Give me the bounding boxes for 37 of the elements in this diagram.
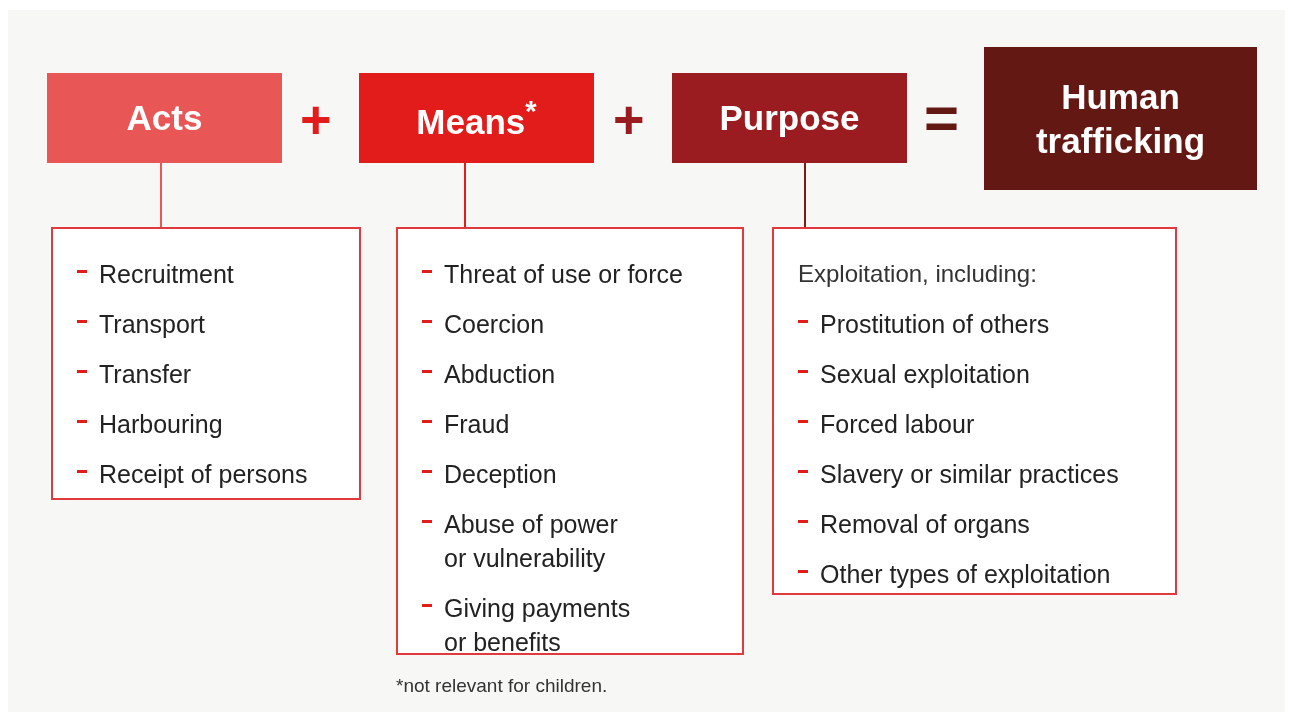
list-item: Other types of exploitation [820, 559, 1111, 590]
header-box [47, 73, 282, 163]
operator-sign: = [924, 88, 960, 148]
list-item: Giving payments or benefits [444, 593, 632, 658]
connector-line [464, 162, 466, 228]
operator-sign: + [300, 92, 332, 146]
list-box [396, 227, 744, 655]
connector-line [804, 162, 806, 228]
list-item: Removal of organs [820, 509, 1030, 540]
list-item: Coercion [444, 309, 545, 340]
list-item: Harbouring [99, 409, 223, 440]
list-intro: Exploitation, including: [798, 259, 1037, 289]
list-box [772, 227, 1177, 595]
list-item: Transfer [99, 359, 192, 390]
list-box [51, 227, 361, 500]
header-box [984, 47, 1257, 190]
list-item: Abuse of power or vulnerability [444, 509, 619, 574]
header-label: Means$^{*}$ [416, 93, 537, 143]
header-box [672, 73, 907, 163]
header-label: Human trafficking [1034, 75, 1207, 162]
list-item: Deception [444, 459, 557, 490]
list-item: Threat of use or force [444, 259, 683, 290]
header-label: Acts [126, 97, 203, 140]
list-item: Sexual exploitation [820, 359, 1030, 390]
footnote: *not relevant for children. [396, 676, 608, 695]
connector-line [160, 162, 162, 228]
list-item: Abduction [444, 359, 556, 390]
list-item: Fraud [444, 409, 510, 440]
list-item: Slavery or similar practices [820, 459, 1119, 490]
list-item: Recruitment [99, 259, 234, 290]
list-item: Prostitution of others [820, 309, 1050, 340]
list-item: Transport [99, 309, 206, 340]
list-item: Forced labour [820, 409, 975, 440]
header-label: Purpose [719, 97, 860, 140]
operator-sign: + [613, 92, 645, 146]
list-item: Receipt of persons [99, 459, 308, 490]
header-box [359, 73, 594, 163]
